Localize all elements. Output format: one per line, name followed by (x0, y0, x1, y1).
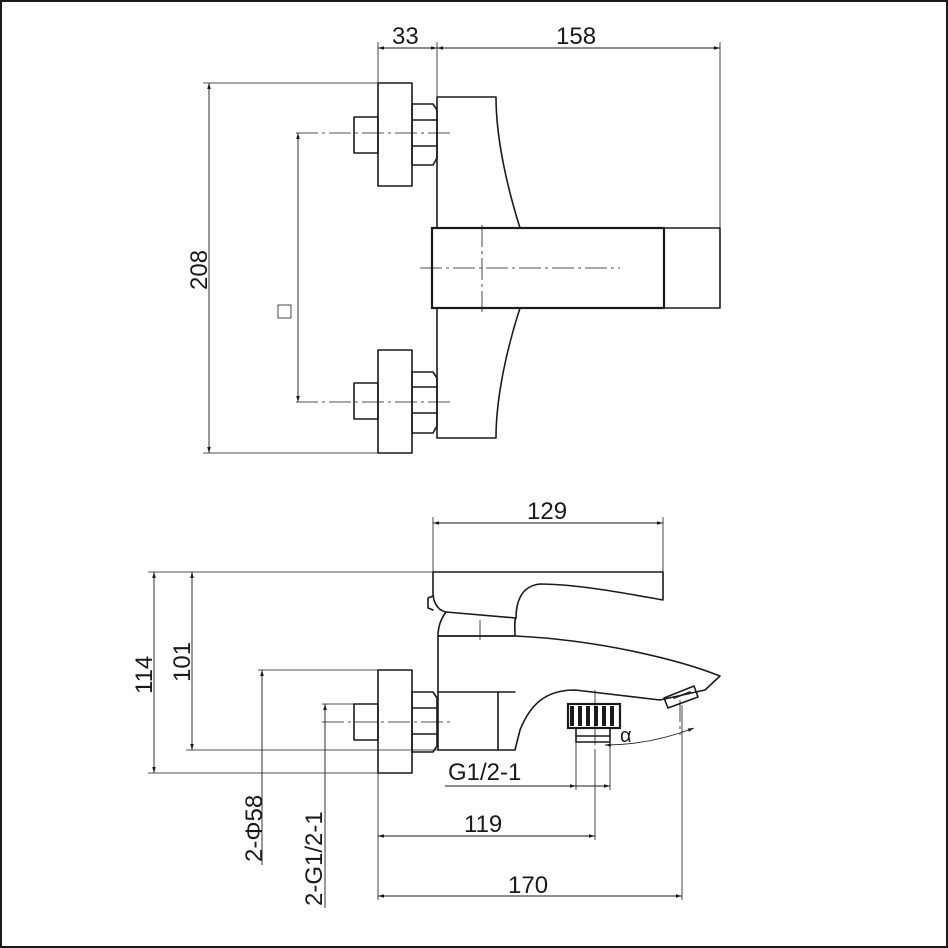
top-body-lower (436, 307, 521, 439)
angle-label: α (620, 725, 632, 747)
dim-33-label: 33 (392, 23, 419, 50)
side-outlet-thread (570, 706, 614, 726)
side-aerator (663, 685, 699, 709)
side-handle-knob (427, 595, 434, 611)
side-nut (411, 691, 438, 753)
dim-thread-left-label: 2-G1/2-1 (301, 811, 328, 906)
top-view: 33 158 208 (186, 23, 721, 454)
dim-114-label: 114 (131, 656, 158, 694)
side-view: 129 114 101 2-Φ58 2-G1/2-1 G1/2-1 119 17… (131, 498, 721, 908)
dim-center-distance-box (277, 304, 292, 319)
dim-outlet-label: G1/2-1 (448, 759, 521, 786)
side-handle (432, 571, 664, 619)
top-spout-end (663, 227, 721, 309)
dim-101-label: 101 (169, 642, 196, 682)
dim-58-label: 2-Φ58 (241, 795, 268, 862)
dim-129-label: 129 (527, 498, 567, 525)
top-inlet-upper (353, 116, 379, 154)
dim-208-label: 208 (186, 250, 213, 290)
side-inlet (353, 703, 379, 741)
dim-158-label: 158 (556, 23, 596, 50)
top-inlet-lower (353, 382, 379, 420)
side-spout (437, 635, 721, 751)
angle-arc (604, 727, 695, 747)
side-aerator-line (673, 691, 691, 699)
dim-119-label: 119 (464, 811, 502, 838)
dim-170-label: 170 (508, 872, 548, 899)
